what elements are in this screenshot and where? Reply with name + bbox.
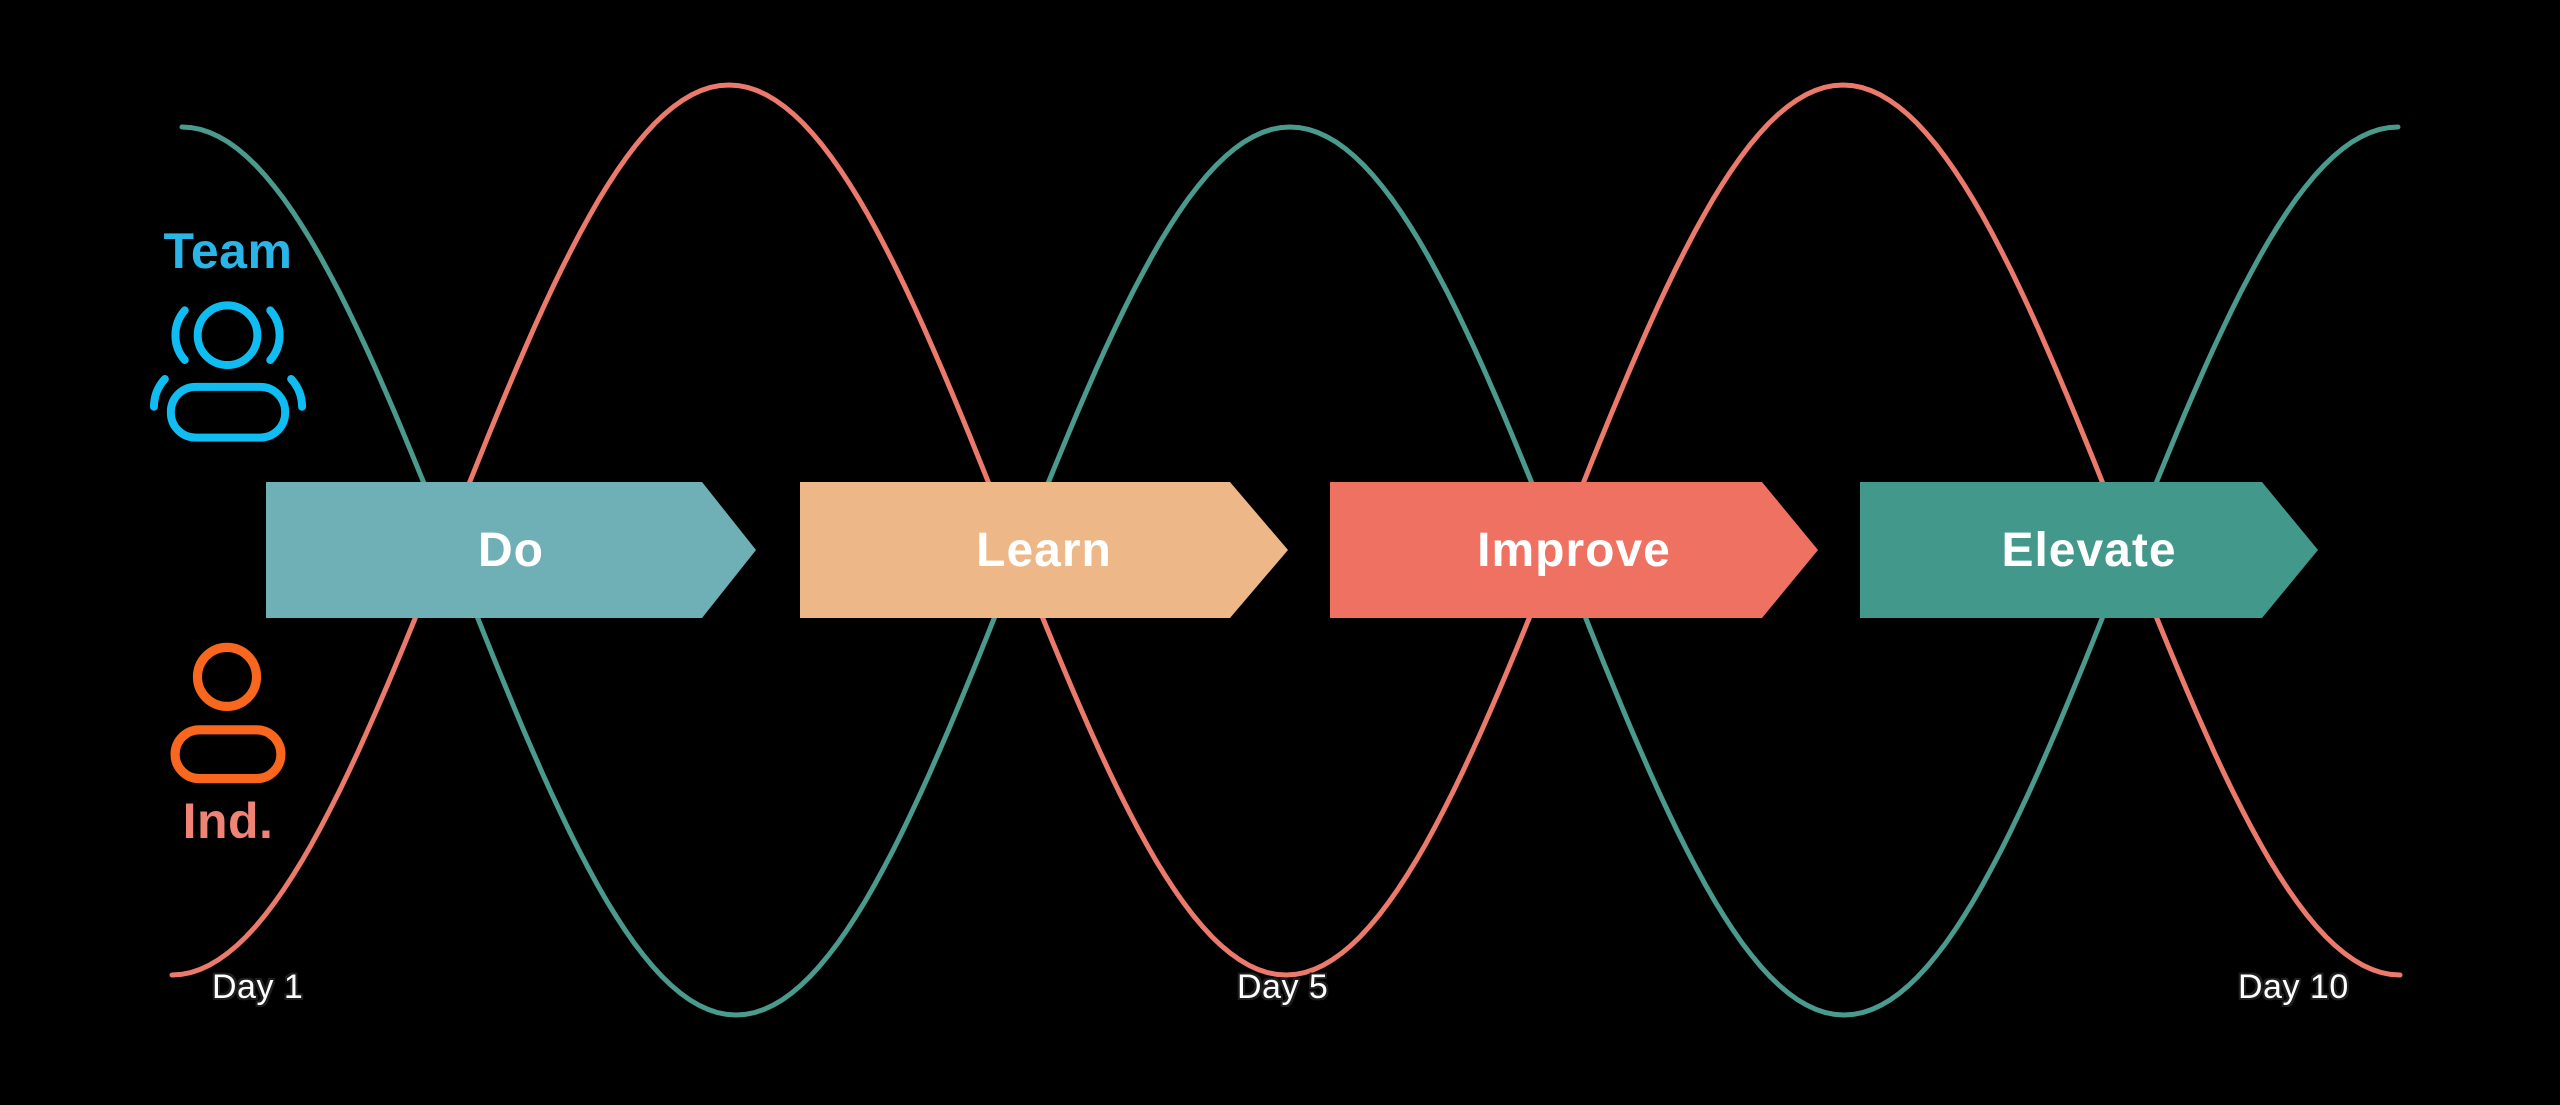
stage-label-improve: Improve (1477, 523, 1671, 577)
stage-arrow-improve: Improve (1330, 482, 1818, 618)
individual-person-icon (170, 642, 286, 784)
individual-legend: Ind. (138, 640, 318, 850)
individual-label: Ind. (182, 793, 274, 849)
stage-label-learn: Learn (976, 523, 1112, 577)
stage-label-do: Do (478, 523, 544, 577)
team-label: Team (163, 223, 293, 279)
stage-arrow-learn: Learn (800, 482, 1288, 618)
team-people-icon (149, 301, 307, 442)
day-5-label: Day 5 (1237, 968, 1329, 1006)
team-wave-line (179, 124, 2401, 1018)
team-legend: Team (138, 222, 318, 448)
stage-arrow-do: Do (266, 482, 756, 618)
individual-wave-line (169, 82, 2403, 978)
stage-label-elevate: Elevate (2001, 523, 2177, 577)
day-1-label: Day 1 (212, 968, 304, 1006)
stage-arrow-elevate: Elevate (1860, 482, 2318, 618)
day-10-label: Day 10 (2238, 968, 2349, 1006)
